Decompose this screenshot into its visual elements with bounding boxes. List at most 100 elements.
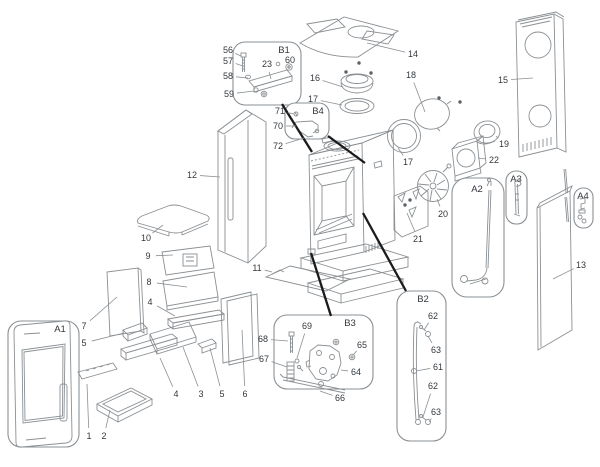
part-label-9: 9 xyxy=(145,251,150,261)
screw-dot-2 xyxy=(344,70,348,74)
part-label-5a: 5 xyxy=(81,338,86,348)
part-label-17b: 17 xyxy=(403,157,413,167)
part-label-18: 18 xyxy=(406,70,416,80)
callout-b1-parts xyxy=(240,52,293,98)
leader-line-20 xyxy=(436,198,441,207)
part-handle-strip xyxy=(77,362,118,380)
part-label-58: 58 xyxy=(223,71,233,81)
leader-line-6 xyxy=(241,329,246,387)
part-label-2: 2 xyxy=(101,431,106,441)
part-label-64: 64 xyxy=(351,367,361,377)
part-top-plate xyxy=(299,16,400,58)
leader-line-10 xyxy=(152,224,164,234)
callout-link-line-4 xyxy=(309,252,333,317)
leader-line-3 xyxy=(182,346,199,387)
part-label-60: 60 xyxy=(285,55,295,65)
part-label-12: 12 xyxy=(187,170,197,180)
part-flue-collar xyxy=(340,73,374,94)
leader-line-17b xyxy=(397,147,404,156)
leader-line-21 xyxy=(406,212,416,232)
thick-link-layer xyxy=(281,103,408,317)
leader-line-63b xyxy=(428,418,432,423)
part-label-8: 8 xyxy=(146,277,151,287)
callout-box-A1 xyxy=(7,320,80,448)
callout-link-line-3 xyxy=(361,212,408,292)
part-firebrick-left xyxy=(106,267,145,337)
leader-line-19 xyxy=(495,135,499,139)
part-label-5b: 5 xyxy=(219,389,224,399)
part-label-68: 68 xyxy=(258,334,268,344)
part-side-panel-right xyxy=(536,168,573,351)
part-label-10: 10 xyxy=(141,233,151,243)
leader-line-68 xyxy=(270,339,289,342)
part-label-63b: 63 xyxy=(431,407,441,417)
part-side-panel-left xyxy=(217,109,267,264)
part-brick-panel-upper xyxy=(161,245,215,276)
leader-line-66 xyxy=(319,390,333,396)
part-label-15: 15 xyxy=(498,75,508,85)
callout-label-B4: B4 xyxy=(312,106,324,117)
screw-dot-6 xyxy=(408,198,412,202)
part-brick-small-right xyxy=(197,338,217,354)
part-scraper-tool xyxy=(513,179,522,217)
callout-box-B1 xyxy=(232,41,302,106)
callout-label-B2: B2 xyxy=(417,294,429,305)
leader-line-72 xyxy=(285,137,305,145)
leader-line-15 xyxy=(510,77,534,80)
part-highlighted-panel[interactable] xyxy=(220,291,260,366)
part-label-57: 57 xyxy=(223,56,233,66)
leader-line-67 xyxy=(271,361,288,368)
callout-label-A2: A2 xyxy=(471,184,483,195)
part-label-71: 71 xyxy=(275,106,285,116)
callout-label-B1: B1 xyxy=(278,45,290,56)
screw-dot-3 xyxy=(369,71,373,75)
leader-line-62a xyxy=(423,322,430,331)
part-blind-plate xyxy=(414,98,452,132)
part-label-61: 61 xyxy=(433,362,443,372)
leader-line-1 xyxy=(86,383,90,429)
leader-line-65 xyxy=(352,350,357,356)
part-label-69: 69 xyxy=(302,321,312,331)
part-door-gasket-ring xyxy=(387,119,421,153)
part-rear-panel xyxy=(515,11,567,158)
callout-label-B3: B3 xyxy=(344,318,356,329)
part-base-plate xyxy=(264,265,352,292)
leader-line-4b xyxy=(159,357,174,387)
screw-dot-1 xyxy=(357,61,361,65)
screw-dot-4 xyxy=(437,96,441,100)
leader-line-2 xyxy=(105,409,111,429)
callout-box-A3 xyxy=(505,170,528,225)
leader-line-11 xyxy=(264,269,273,273)
leader-line-62b xyxy=(422,393,431,418)
leader-line-8 xyxy=(156,282,188,288)
leader-line-17a xyxy=(320,100,343,106)
leader-line-69 xyxy=(296,333,305,359)
leader-line-23 xyxy=(268,71,272,80)
callout-label-A4: A4 xyxy=(577,191,589,202)
part-label-7: 7 xyxy=(81,321,86,331)
leader-line-71 xyxy=(287,112,295,115)
part-brick-bar-lower xyxy=(120,333,178,361)
callout-link-line-1 xyxy=(281,103,313,153)
leader-line-57 xyxy=(235,63,244,67)
leader-line-16 xyxy=(322,80,344,88)
highlighted-panel-face[interactable] xyxy=(226,293,260,366)
leader-line-18 xyxy=(413,82,426,113)
part-label-62a: 62 xyxy=(428,311,438,321)
part-label-62b: 62 xyxy=(428,381,438,391)
part-grate-panel xyxy=(162,271,219,311)
part-label-59: 59 xyxy=(224,89,234,99)
callout-b4-parts xyxy=(291,111,320,138)
leader-line-61 xyxy=(415,368,431,372)
part-label-16: 16 xyxy=(310,73,320,83)
screw-dot-5 xyxy=(458,100,462,104)
part-brick-small-left xyxy=(122,322,148,342)
leader-line-58 xyxy=(235,76,249,79)
leader-line-59 xyxy=(236,90,255,94)
part-label-67: 67 xyxy=(259,354,269,364)
callout-box-B2 xyxy=(396,290,447,442)
part-label-6: 6 xyxy=(242,389,247,399)
